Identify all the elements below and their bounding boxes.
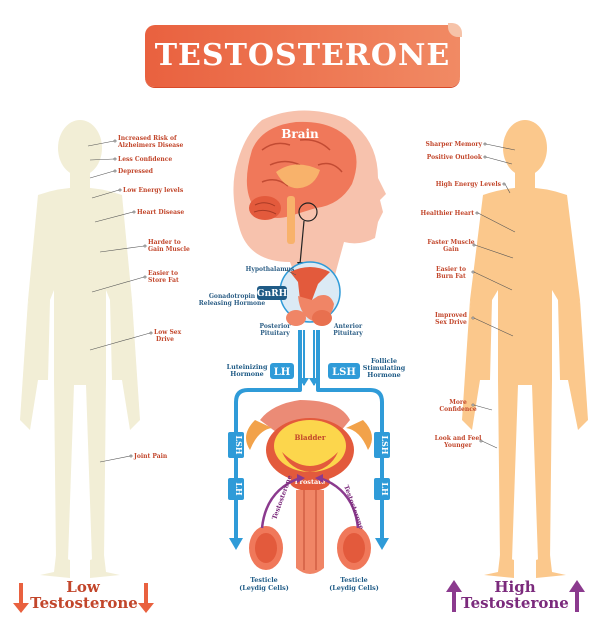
low-label: Joint Pain [133, 453, 168, 460]
high-footer: High Testosterone [446, 578, 585, 612]
down-arrow-icon [138, 603, 154, 613]
low-label: Increased Risk of [118, 135, 177, 142]
low-footer-line2: Testosterone [30, 594, 138, 612]
leydig-right-label: (Leydig Cells) [329, 584, 379, 592]
high-label: Healthier Heart [421, 210, 475, 217]
high-label: Easier to [436, 266, 466, 273]
lh-desc: Luteinizing [227, 363, 268, 371]
high-label: Improved [435, 312, 468, 319]
high-label: Look and Feel [435, 435, 483, 442]
lh-vertical-right: LH [380, 482, 390, 496]
gnrh-desc: Releasing Hormone [199, 300, 266, 307]
gnrh-label: GnRH [257, 289, 288, 299]
low-label: Depressed [118, 168, 154, 175]
low-footer: Low Testosterone [13, 578, 154, 613]
low-footer-line1: Low [66, 578, 101, 596]
lsh-desc: Follicle [371, 357, 397, 365]
down-arrow-icon [13, 603, 29, 613]
low-label: Heart Disease [137, 209, 184, 216]
testicle-labels: Testicle (Leydig Cells) Testicle (Leydig… [239, 576, 379, 592]
testicle-right-label: Testicle [340, 576, 367, 584]
low-effects-list [87, 139, 153, 463]
posterior-pituitary-label: Pituitary [260, 330, 290, 337]
prostate-label: Prostate [295, 478, 326, 486]
low-label: Store Fat [148, 277, 179, 284]
reproductive-organs: Bladder Prostate Testosterone Testostero… [246, 400, 372, 574]
anterior-pituitary-label: Pituitary [333, 330, 363, 337]
low-effects-text: Increased Risk of Alzheimers Disease Les… [117, 135, 190, 460]
lh-vertical-left: LH [234, 482, 244, 496]
hormone-flow-arrows [234, 330, 384, 540]
page-title: TESTOSTERONE [154, 38, 451, 73]
high-label: Younger [443, 442, 473, 449]
lsh-vertical-left: LSH [234, 436, 244, 455]
bladder-label: Bladder [294, 433, 325, 442]
brain-label: Brain [281, 127, 319, 141]
title-banner: TESTOSTERONE [145, 23, 462, 87]
low-label: Gain Muscle [148, 246, 190, 253]
lsh-desc: Stimulating [363, 364, 406, 372]
high-testosterone-body [462, 120, 588, 578]
leydig-left-label: (Leydig Cells) [239, 584, 289, 592]
high-effects-text: Sharper Memory Positive Outlook High Ene… [421, 141, 502, 449]
lh-desc: Hormone [230, 370, 263, 378]
high-label: More [449, 399, 467, 406]
vertical-hormone-labels: LSH LH LSH LH [228, 432, 390, 500]
hypothalamus-label: Hypothalamus [246, 266, 295, 273]
anterior-pituitary-label: Anterior [333, 323, 363, 330]
low-testosterone-body [20, 120, 140, 578]
high-label: Sharper Memory [426, 141, 483, 148]
lsh-vertical-right: LSH [380, 436, 390, 455]
low-label: Less Confidence [118, 156, 172, 163]
low-label: Easier to [148, 270, 178, 277]
low-label: Low Energy levels [123, 187, 184, 194]
high-effects-list [471, 142, 516, 449]
high-footer-line2: Testosterone [461, 594, 569, 612]
up-arrow-icon [569, 580, 585, 592]
low-label: Drive [156, 336, 174, 343]
testicle-left-label: Testicle [250, 576, 277, 584]
high-footer-line1: High [494, 578, 535, 596]
center-labels-top: Hypothalamus Gonadotropin Releasing Horm… [199, 266, 364, 337]
arrowheads [229, 378, 389, 550]
lsh-box-label: LSH [332, 367, 356, 378]
high-label: Sex Drive [435, 319, 467, 326]
high-label: Positive Outlook [427, 154, 483, 161]
testosterone-arrow-label-right: Testosterone [342, 484, 365, 531]
high-label: Burn Fat [436, 273, 466, 280]
high-label: Confidence [439, 406, 477, 413]
hormone-boxes: LH LSH Luteinizing Hormone Follicle Stim… [227, 357, 406, 379]
high-label: Faster Muscle [427, 239, 474, 246]
posterior-pituitary-label: Posterior [260, 323, 292, 330]
low-label: Harder to [148, 239, 181, 246]
head-profile: Brain [233, 110, 386, 291]
low-label: Alzheimers Disease [117, 142, 184, 149]
lh-box-label: LH [274, 367, 290, 378]
high-label: Gain [443, 246, 459, 253]
up-arrow-icon [446, 580, 462, 592]
gnrh-desc: Gonadotropin [209, 293, 256, 300]
low-label: Low Sex [154, 329, 182, 336]
pituitary-zoom: GnRH [257, 261, 341, 326]
lsh-desc: Hormone [367, 371, 400, 379]
high-label: High Energy Levels [436, 181, 502, 188]
